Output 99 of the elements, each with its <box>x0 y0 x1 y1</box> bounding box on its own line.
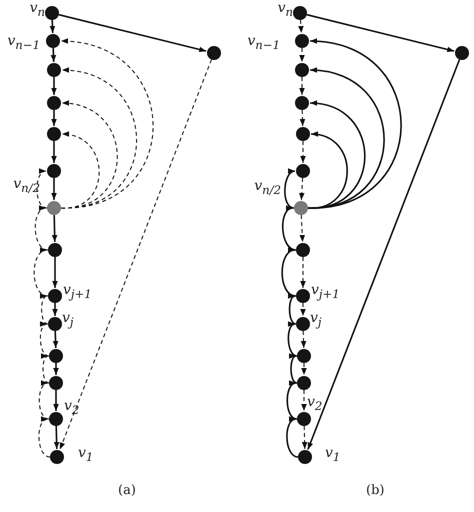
vertex-dot <box>45 6 59 20</box>
vertex-dot <box>293 6 307 20</box>
panel-caption: (b) <box>366 483 384 498</box>
arrow <box>284 170 296 209</box>
arrow <box>52 257 58 288</box>
arrow <box>53 390 59 411</box>
vertex-dot <box>49 376 63 390</box>
vertex-dot <box>46 34 60 48</box>
vertex-label: v$_{n−1}$ <box>7 33 40 53</box>
arrow <box>50 20 56 34</box>
vertex-dot <box>48 243 62 257</box>
arrow <box>308 101 366 209</box>
vertex-dot <box>295 96 309 110</box>
vertex-dot <box>294 201 308 215</box>
vertex-label: v$_{j}$ <box>310 310 322 330</box>
vertex-label: v$_{2}$ <box>64 398 80 418</box>
arrow <box>300 110 306 126</box>
arrow <box>287 295 296 325</box>
vertex-dot <box>207 46 221 60</box>
arrow <box>52 330 58 348</box>
arrow <box>52 214 58 242</box>
arrow <box>300 330 306 348</box>
panel-caption: (a) <box>118 483 136 498</box>
arrow <box>300 256 306 288</box>
vertex-dot <box>295 34 309 48</box>
vertex-dot <box>296 243 310 257</box>
vertex-label: v$_{1}$ <box>325 445 340 465</box>
arrow <box>60 68 138 208</box>
arrow <box>286 382 298 420</box>
vertex-label: v$_{n/2}$ <box>13 176 40 196</box>
vertex-dot <box>296 289 310 303</box>
vertex-dot <box>47 201 61 215</box>
vertex-dot <box>49 412 63 426</box>
vertex-label: v$_{j+1}$ <box>311 282 340 302</box>
vertex-label: v$_{j+1}$ <box>63 282 92 302</box>
arrow <box>60 39 154 208</box>
arrow <box>51 141 57 163</box>
arrow <box>39 296 48 324</box>
arrow <box>58 14 206 52</box>
vertex-dot <box>296 164 310 178</box>
arrow <box>38 418 50 458</box>
arrow <box>60 132 100 208</box>
arrow <box>34 206 48 250</box>
vertex-dot <box>48 317 62 331</box>
vertex-dot <box>455 46 469 60</box>
vertex-dot <box>47 63 61 77</box>
arrow <box>299 214 306 242</box>
vertex-dot <box>298 450 312 464</box>
vertex-dot <box>297 376 311 390</box>
vertex-dot <box>49 349 63 363</box>
vertex-label: v$_{2}$ <box>307 394 322 414</box>
arrow <box>59 59 212 450</box>
arrow <box>40 323 50 356</box>
arrow <box>50 48 56 62</box>
arrow <box>286 418 298 458</box>
arrow <box>51 178 57 200</box>
arrow <box>288 355 298 384</box>
vertex-dot <box>50 450 64 464</box>
vertex-dot <box>47 127 61 141</box>
arrow <box>281 248 296 297</box>
vertex-dot <box>296 127 310 141</box>
arrow <box>40 356 50 384</box>
arrow <box>298 20 304 34</box>
arrow <box>302 426 308 450</box>
vertex-label: v$_{n}$ <box>278 0 293 20</box>
vertex-label: v$_{n/2}$ <box>254 178 281 198</box>
arrow <box>36 170 48 208</box>
arrow <box>51 77 57 95</box>
arrow <box>60 101 118 208</box>
vertex-dot <box>48 289 62 303</box>
arrow <box>308 68 385 209</box>
arrow <box>301 390 307 412</box>
vertex-dot <box>296 317 310 331</box>
arrow <box>52 303 58 316</box>
arrow <box>308 39 402 209</box>
vertex-label: v$_{j}$ <box>62 310 74 330</box>
arrow <box>298 178 305 200</box>
arrow <box>38 382 50 420</box>
arrow <box>282 206 296 251</box>
vertex-label: v$_{1}$ <box>78 445 94 465</box>
arrow <box>51 110 57 126</box>
arrow <box>34 248 48 296</box>
arrow <box>301 362 307 376</box>
arrow <box>308 132 348 209</box>
arrow <box>288 323 298 357</box>
vertex-dot <box>297 349 311 363</box>
arrow <box>54 426 60 450</box>
arrow <box>300 140 306 164</box>
vertex-dot <box>295 63 309 77</box>
arrow <box>307 59 460 450</box>
vertex-label: v$_{n}$ <box>30 0 45 20</box>
vertex-dot <box>297 412 311 426</box>
vertex-label: v$_{n−1}$ <box>247 33 280 53</box>
arrow <box>299 48 305 62</box>
arrow <box>299 76 305 96</box>
vertex-dot <box>47 96 61 110</box>
arrow <box>53 363 59 375</box>
vertex-dot <box>47 164 61 178</box>
arrow <box>300 302 306 316</box>
